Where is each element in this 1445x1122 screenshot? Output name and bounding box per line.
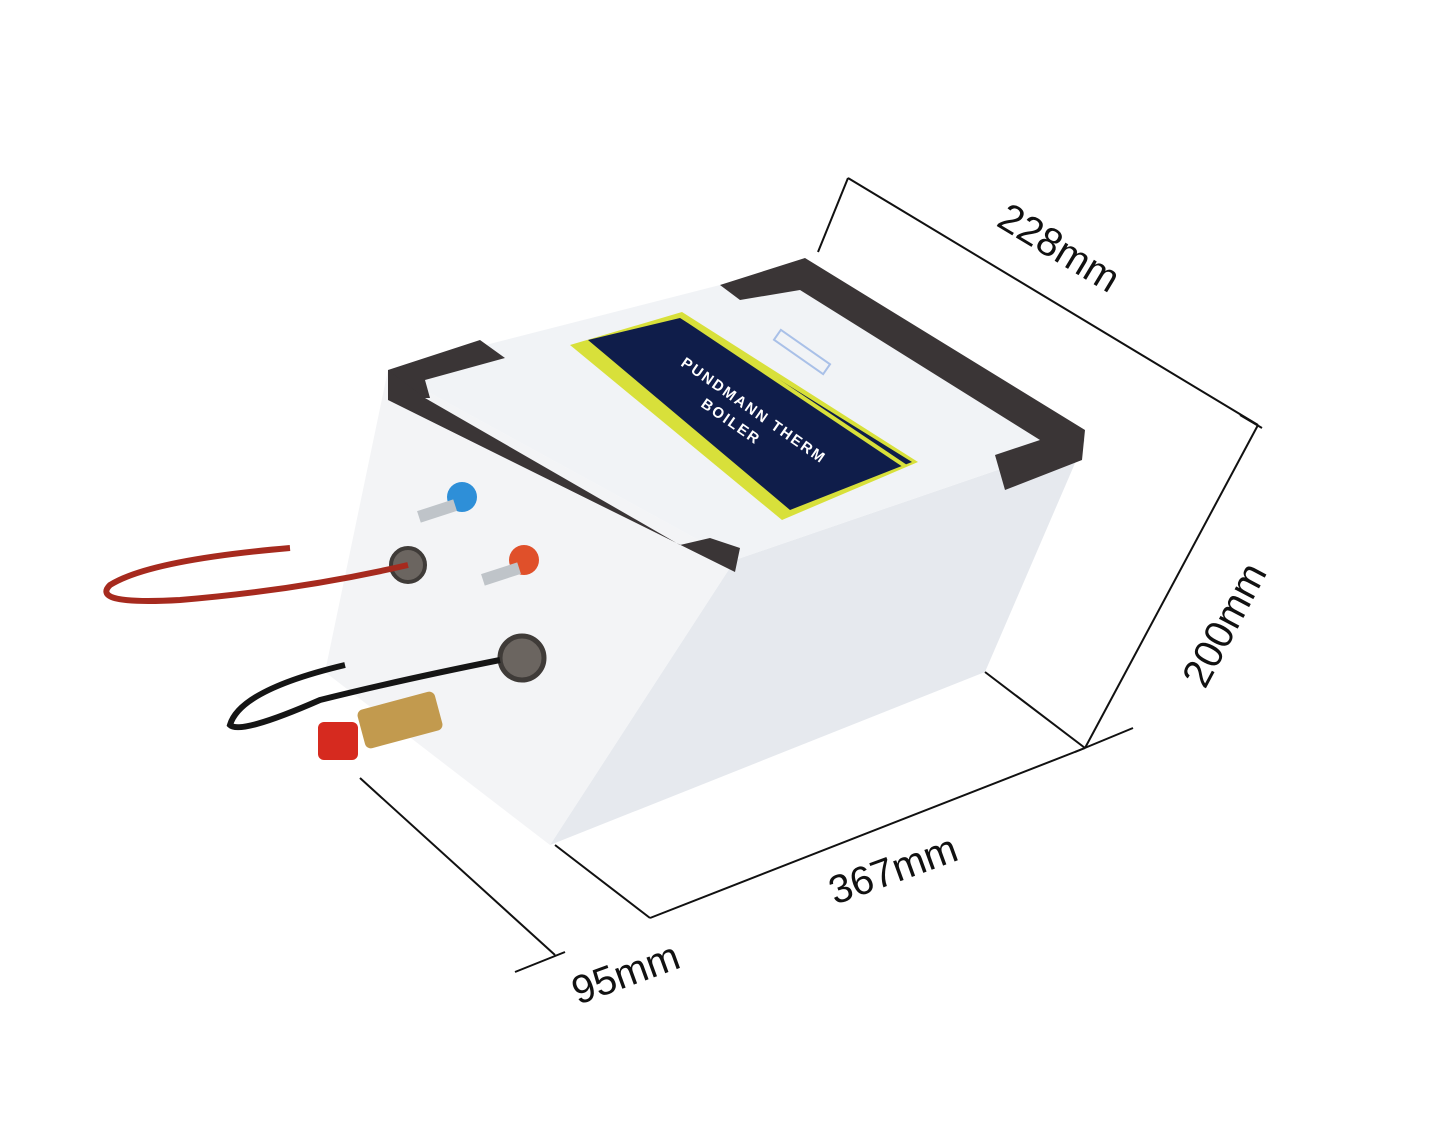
right-face <box>550 440 1085 845</box>
red-cable <box>103 545 409 604</box>
black-cable <box>226 657 501 731</box>
safety-valve-body <box>357 691 443 749</box>
dimension-lines <box>359 177 1263 973</box>
hot-outlet-pipe <box>481 562 521 586</box>
width-label: 95mm <box>566 934 685 1013</box>
rim-corner <box>388 340 505 398</box>
brand-logo <box>772 328 832 376</box>
label-navy <box>588 318 912 510</box>
boiler-box: PUNDMANN THERM BOILER <box>103 258 1085 845</box>
power-connector <box>497 633 547 683</box>
cold-inlet-pipe <box>417 499 457 523</box>
safety-valve-cap <box>318 722 358 760</box>
rim-corner <box>720 258 1085 490</box>
length-label: 367mm <box>823 826 963 913</box>
rim-corner <box>388 370 740 572</box>
depth-label: 228mm <box>990 195 1127 301</box>
height-label: 200mm <box>1174 556 1275 694</box>
